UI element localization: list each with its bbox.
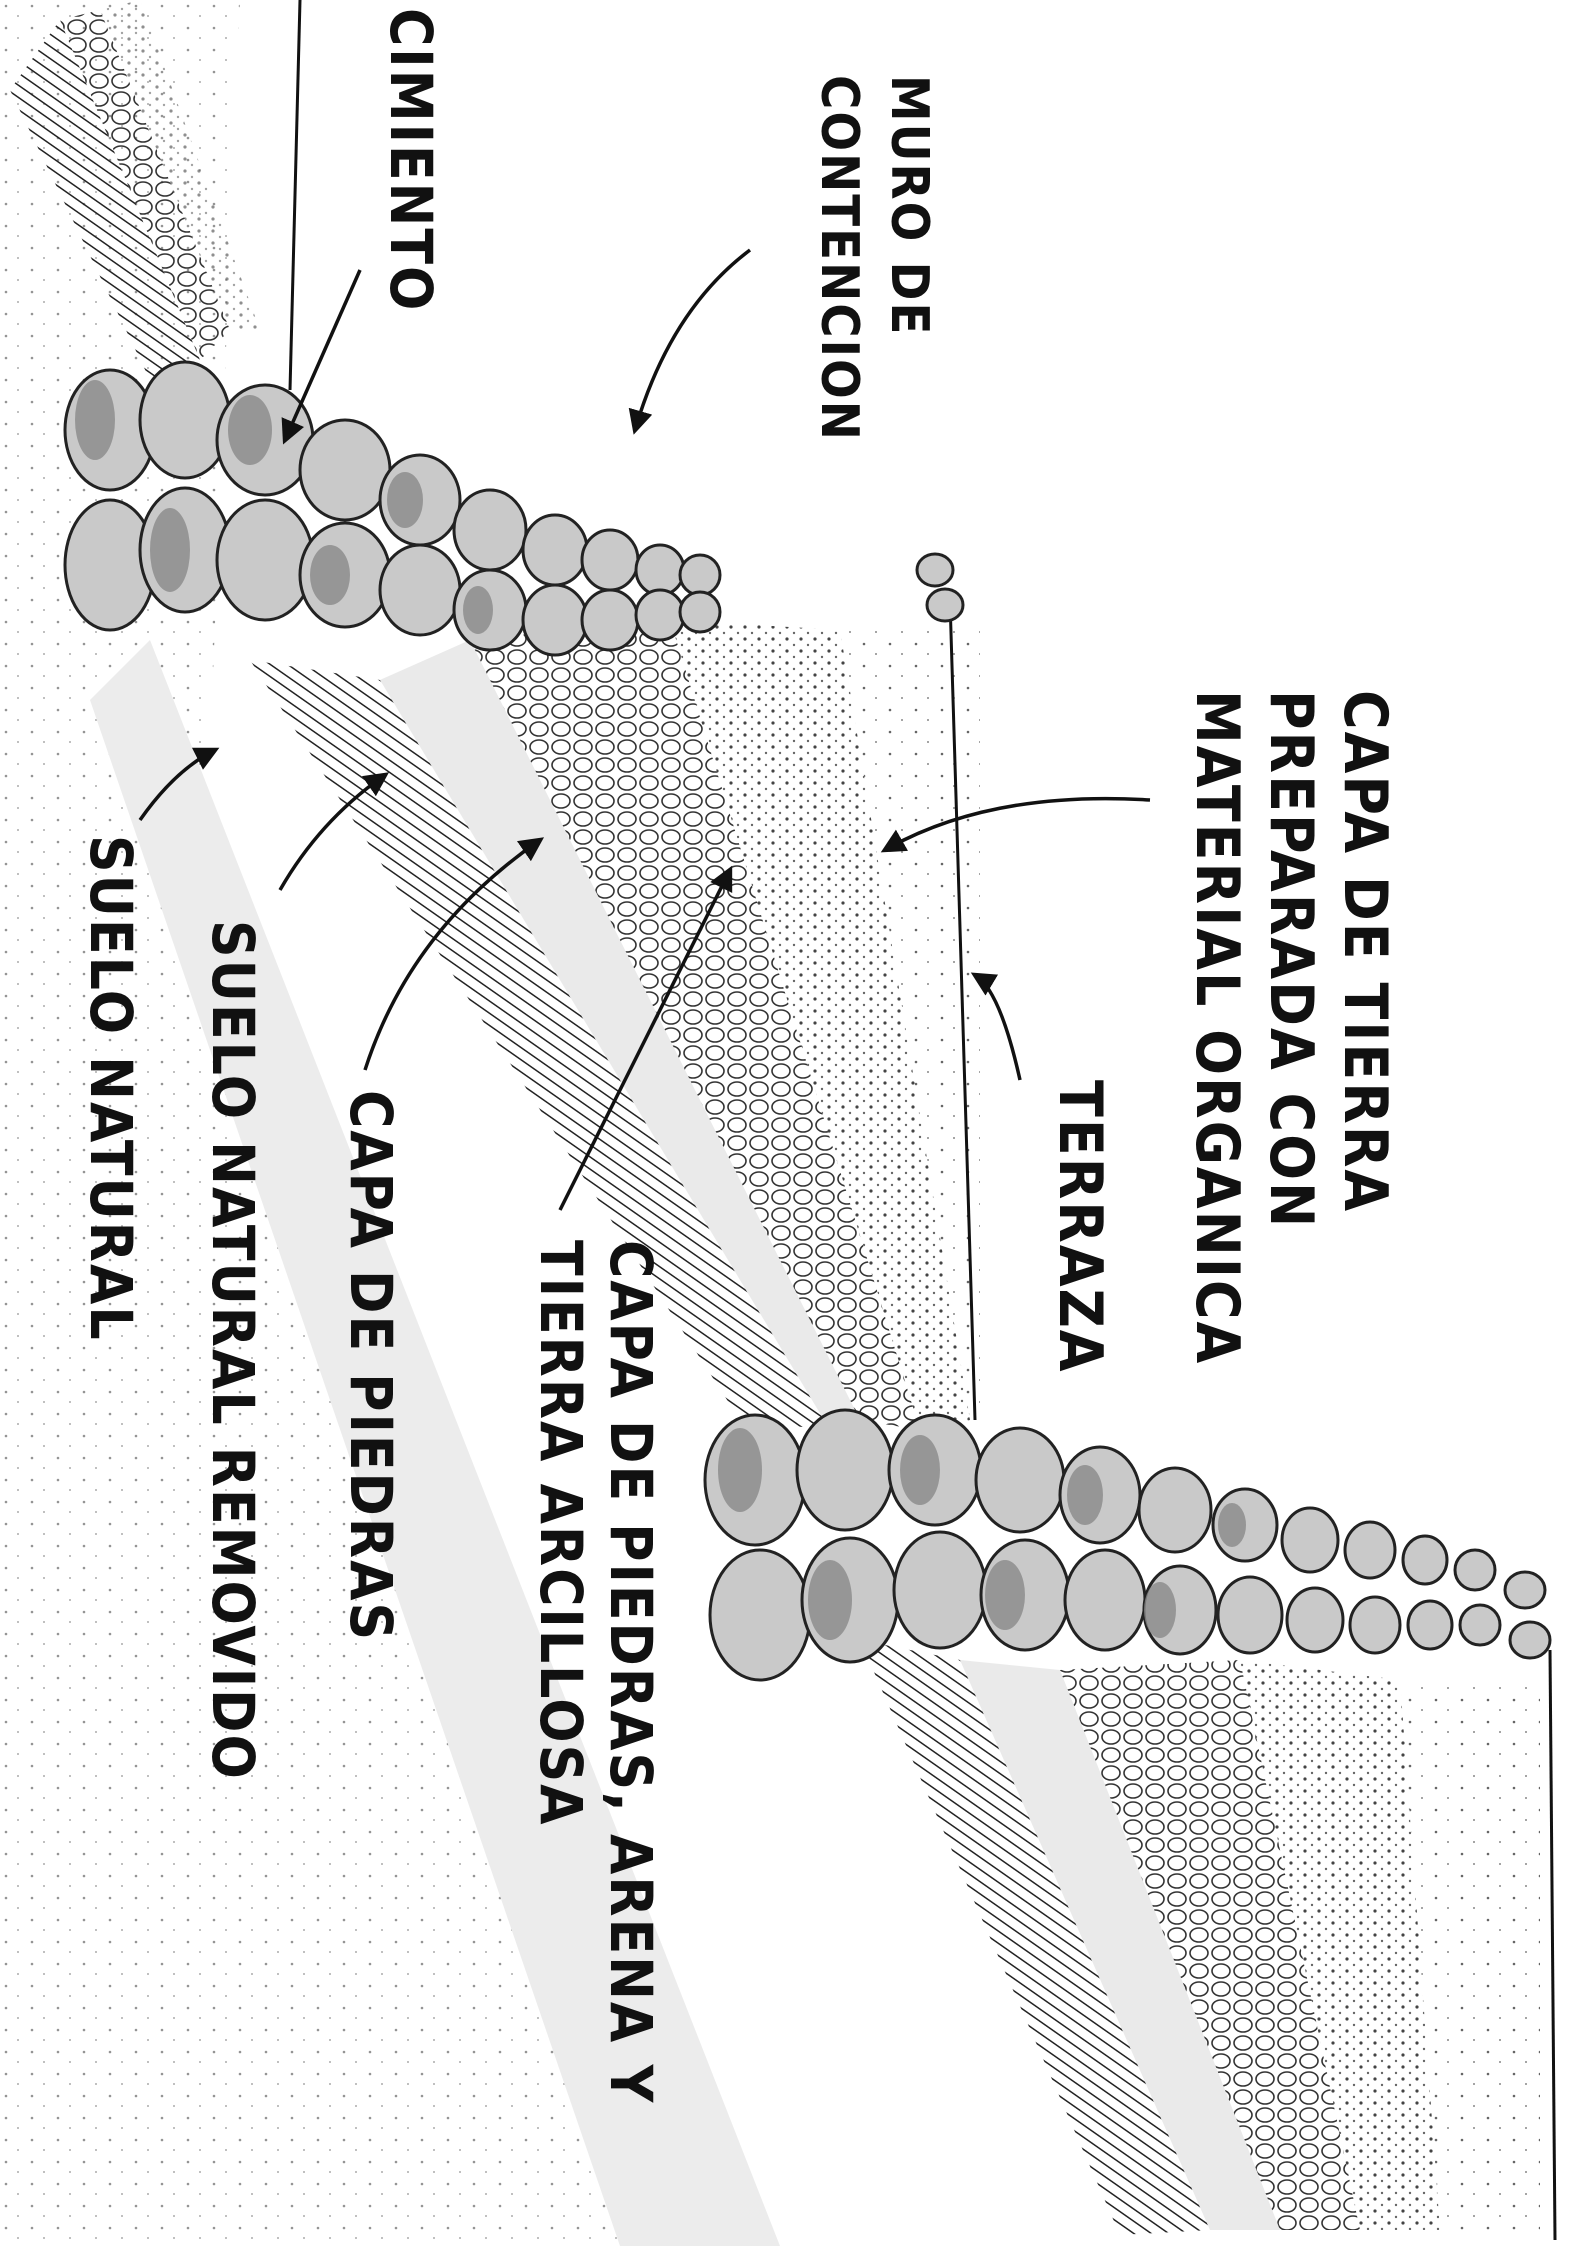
lower-terrace-layers	[860, 1640, 1540, 2235]
label-capa-piedras: CAPA DE PIEDRAS	[342, 1090, 400, 1642]
label-cimiento: CIMIENTO	[382, 8, 440, 312]
label-suelo-removido: SUELO NATURAL REMOVIDO	[204, 920, 262, 1781]
label-muro-line1: MURO DE	[883, 75, 935, 442]
lower-retaining-wall	[705, 1410, 1550, 1680]
label-capa-piedras-arena: CAPA DE PIEDRAS, ARENA Y TIERRA ARCILLOS…	[532, 1240, 660, 2104]
label-capa-tierra-line1: CAPA DE TIERRA	[1335, 690, 1395, 1365]
label-capa-piedras-arena-line1: CAPA DE PIEDRAS, ARENA Y	[602, 1240, 660, 2104]
label-capa-piedras-arena-line2: TIERRA ARCILLOSA	[532, 1240, 590, 2104]
label-capa-tierra-line2: PREPARADA CON	[1261, 690, 1321, 1365]
label-suelo-removido-text: SUELO NATURAL REMOVIDO	[204, 920, 262, 1781]
label-terraza-text: TERRAZA	[1050, 1080, 1110, 1374]
label-suelo-natural-text: SUELO NATURAL	[82, 835, 140, 1342]
label-capa-tierra-line3: MATERIAL ORGANICA	[1187, 690, 1247, 1365]
label-suelo-natural: SUELO NATURAL	[82, 835, 140, 1342]
label-muro-line2: CONTENCION	[813, 75, 865, 442]
label-capa-tierra: CAPA DE TIERRA PREPARADA CON MATERIAL OR…	[1187, 690, 1395, 1365]
label-cimiento-text: CIMIENTO	[382, 8, 440, 312]
label-terraza: TERRAZA	[1050, 1080, 1110, 1374]
label-capa-piedras-text: CAPA DE PIEDRAS	[342, 1090, 400, 1642]
label-muro-contencion: MURO DE CONTENCION	[813, 75, 935, 442]
